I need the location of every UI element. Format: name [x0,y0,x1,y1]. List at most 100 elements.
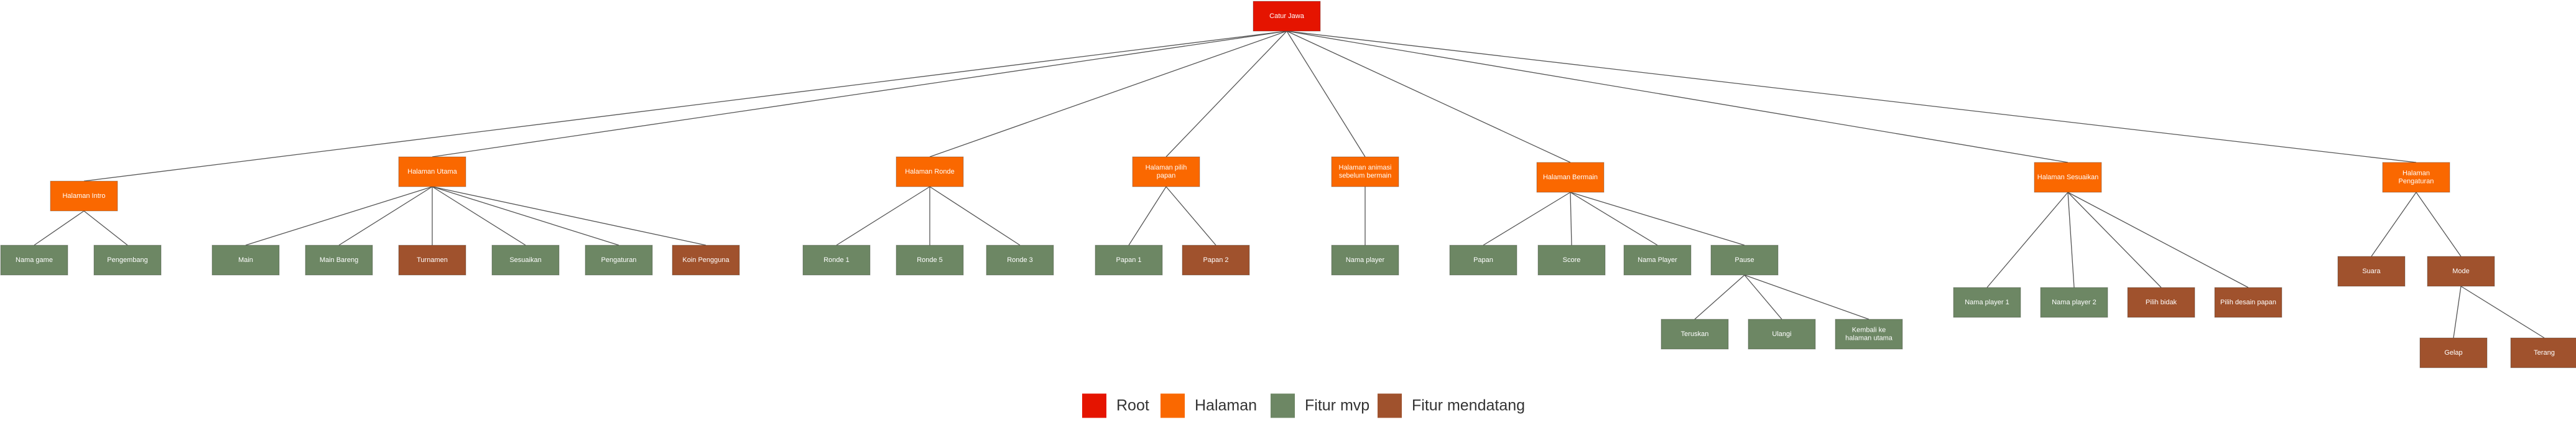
node-intro-label: Halaman Intro [62,192,105,200]
node-suara: Suara [2337,256,2406,287]
node-papan1-label: Papan 1 [1116,256,1142,264]
node-pilih-bidak-box [2127,287,2195,318]
node-main-bareng: Main Bareng [305,245,373,276]
node-teruskan: Teruskan [1661,319,1729,350]
node-papan-label: Papan [1473,256,1493,264]
node-root-box [1253,1,1321,32]
edge-root-to-utama [432,30,1287,157]
edge-pilih-papan-to-papan1 [1128,186,1167,246]
node-player2-box [2040,287,2108,318]
node-animasi-label: sebelum bermain [1339,172,1391,179]
edge-root-to-animasi [1286,30,1366,157]
edge-utama-to-koin [432,186,707,246]
legend-item-fitur-mendatang: Fitur mendatang [1378,393,1525,418]
node-mode-box [2427,256,2495,287]
node-terang-label: Terang [2534,349,2555,357]
node-pengembang-box [93,245,162,276]
node-turnamen-label: Turnamen [417,256,448,264]
node-kembali-box [1835,319,1903,350]
edge-bermain-to-pause [1570,192,1745,246]
node-ronde: Halaman Ronde [896,156,964,187]
node-nama-player-b-box [1623,245,1692,276]
node-ulangi-label: Ulangi [1772,330,1791,338]
legend-swatch-fitur-mendatang [1378,393,1402,418]
legend-label-root: Root [1116,397,1149,414]
node-nama-game: Nama game [0,245,68,276]
node-pengaturan-btn-box [585,245,653,276]
node-root-label: Catur Jawa [1269,12,1305,20]
node-ronde-label: Halaman Ronde [905,168,955,175]
node-pengembang-label: Pengembang [107,256,147,264]
node-player2: Nama player 2 [2040,287,2108,318]
node-koin-box [672,245,740,276]
node-koin-label: Koin Pengguna [682,256,730,264]
node-pilih-bidak: Pilih bidak [2127,287,2195,318]
legend-label-halaman: Halaman [1195,397,1257,414]
node-player1-label: Nama player 1 [1965,299,2009,306]
node-pilih-bidak-label: Pilih bidak [2146,299,2177,306]
node-pilih-desain-label: Pilih desain papan [2220,299,2276,306]
node-gelap-label: Gelap [2444,349,2462,357]
node-suara-box [2337,256,2406,287]
edge-utama-to-main-bareng [338,186,433,246]
node-teruskan-label: Teruskan [1681,330,1709,338]
node-pengaturan-box [2382,162,2450,193]
node-bermain-label: Halaman Bermain [1543,174,1598,181]
edge-ronde-to-ronde3 [929,186,1021,246]
node-gelap: Gelap [2419,337,2488,368]
node-teruskan-box [1661,319,1729,350]
node-ulangi: Ulangi [1748,319,1816,350]
edge-mode-to-terang [2460,286,2545,339]
node-main-box [211,245,280,276]
node-root: Catur Jawa [1253,1,1321,32]
edge-root-to-ronde [929,30,1287,157]
node-ulangi-box [1748,319,1816,350]
node-nama-player-label: Nama player [1346,256,1385,264]
legend-swatch-fitur-mvp [1271,393,1295,418]
node-papan2-box [1182,245,1250,276]
edge-pilih-papan-to-papan2 [1165,186,1216,246]
node-papan2: Papan 2 [1182,245,1250,276]
node-nama-player-b-label: Nama Player [1638,256,1677,264]
node-pengaturan-btn-label: Pengaturan [601,256,637,264]
node-utama: Halaman Utama [398,156,466,187]
node-bermain-box [1536,162,1605,193]
edge-pengaturan-to-suara [2371,192,2417,257]
node-papan1-box [1095,245,1163,276]
node-sesuaikan-btn-label: Sesuaikan [509,256,541,264]
edge-root-to-pengaturan [1286,30,2417,163]
edge-bermain-to-score [1570,192,1572,246]
node-sesuaikan-label: Halaman Sesuaikan [2037,174,2098,181]
node-ronde3-box [986,245,1054,276]
legend-label-fitur-mendatang: Fitur mendatang [1412,397,1525,414]
edge-utama-to-pengaturan-btn [432,186,619,246]
node-pengaturan-label: Halaman [2402,169,2430,177]
node-kembali-label: Kembali ke [1852,326,1886,334]
node-intro-box [50,180,118,212]
node-nama-player: Nama player [1331,245,1399,276]
node-pilih-papan-label: Halaman pilih [1146,164,1187,171]
node-player2-label: Nama player 2 [2052,299,2096,306]
node-pilih-papan-label: papan [1157,172,1176,179]
node-main-label: Main [238,256,253,264]
edge-bermain-to-nama-player-b [1570,192,1658,246]
edge-sesuaikan-to-player2 [2067,192,2075,288]
edge-utama-to-sesuaikan-btn [432,186,526,246]
node-main-bareng-label: Main Bareng [320,256,358,264]
node-ronde1-label: Ronde 1 [823,256,850,264]
node-nama-game-box [0,245,68,276]
node-pengaturan-btn: Pengaturan [585,245,653,276]
node-pause-label: Pause [1735,256,1754,264]
node-pilih-desain: Pilih desain papan [2214,287,2282,318]
node-nama-player-box [1331,245,1399,276]
node-pilih-desain-box [2214,287,2282,318]
node-player1-box [1953,287,2021,318]
node-animasi-box [1331,156,1399,187]
node-gelap-box [2419,337,2488,368]
node-pilih-papan-box [1132,156,1200,187]
node-papan: Papan [1449,245,1517,276]
